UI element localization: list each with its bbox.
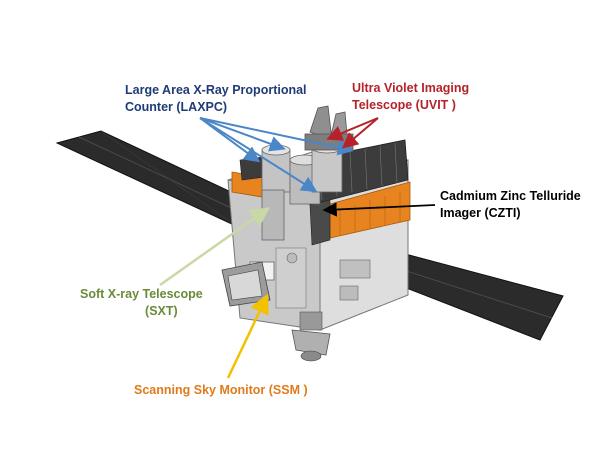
- ssm-pointer: [226, 293, 269, 379]
- sxt-label-line1: Soft X-ray Telescope: [80, 287, 203, 301]
- sxt-pointer: [159, 207, 271, 287]
- uvit-label-line2: Telescope (UVIT ): [352, 98, 456, 112]
- ssm-label-line1: Scanning Sky Monitor (SSM ): [134, 383, 308, 397]
- ssm-label: Scanning Sky Monitor (SSM ): [134, 382, 308, 399]
- uvit-label-line1: Ultra Violet Imaging: [352, 81, 470, 95]
- sxt-label: Soft X-ray Telescope (SXT): [80, 286, 203, 320]
- spacecraft-body: [221, 105, 411, 362]
- laxpc-pointers: [199, 117, 354, 193]
- czti-pointer: [322, 202, 436, 217]
- left-solar-panel: [55, 130, 249, 227]
- laxpc-label-line1: Large Area X-Ray Proportional: [125, 83, 307, 97]
- czti-label: Cadmium Zinc Telluride Imager (CZTI): [440, 188, 581, 222]
- uvit-pointers: [326, 117, 379, 149]
- czti-label-line1: Cadmium Zinc Telluride: [440, 189, 581, 203]
- laxpc-label-line2: Counter (LAXPC): [125, 100, 228, 114]
- uvit-label: Ultra Violet Imaging Telescope (UVIT ): [352, 80, 469, 114]
- czti-label-line2: Imager (CZTI): [440, 206, 521, 220]
- laxpc-label: Large Area X-Ray Proportional Counter (L…: [125, 82, 307, 116]
- sxt-label-line2: (SXT): [145, 304, 178, 318]
